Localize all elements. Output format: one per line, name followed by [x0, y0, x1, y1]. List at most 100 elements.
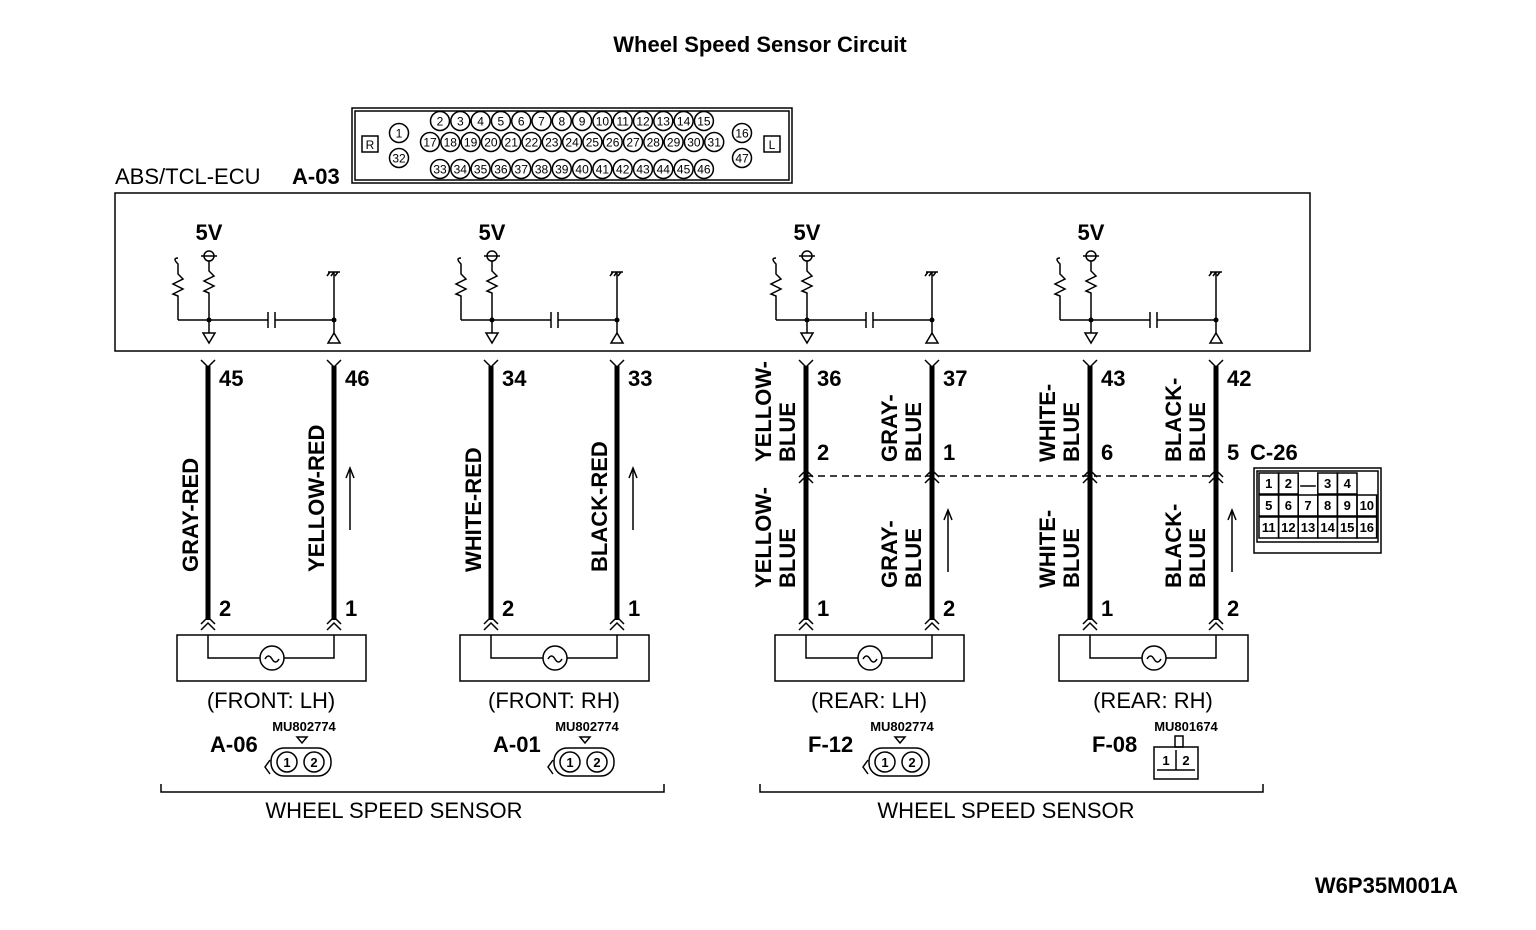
connector-pin-label: 23 [545, 136, 559, 150]
connector-pin [731, 122, 753, 144]
connector-pin [602, 131, 623, 153]
connector-pin [440, 131, 461, 153]
connector-pin [643, 131, 664, 153]
wire-color-label: YELLOW-RED [304, 425, 329, 572]
sensor-connector-face [1153, 746, 1199, 780]
connector-pin-label: 46 [697, 163, 711, 177]
ecu-terminal-chevron [326, 359, 342, 369]
connector-pin-label: 36 [494, 163, 508, 177]
connector-pin-label: 3 [457, 115, 464, 129]
connector-pin [632, 110, 654, 132]
connector-pin-label: 14 [677, 115, 691, 129]
junction-cell-label: 10 [1360, 498, 1374, 513]
ecu-pin-number: 34 [502, 366, 527, 391]
connector-pin [450, 158, 471, 180]
junction-cell-label: 8 [1324, 498, 1331, 513]
ecu-terminal-chevron [924, 359, 940, 369]
group-brace-front [160, 784, 665, 793]
sensor-connector-code: A-06 [210, 732, 258, 757]
junction-cell-label: 3 [1324, 476, 1331, 491]
connector-pin-label: 15 [697, 115, 711, 129]
connector-pin-label: 39 [555, 163, 569, 177]
connector-pin-label: 8 [558, 115, 565, 129]
pullup-resistor [800, 261, 814, 320]
connector-pin [653, 110, 674, 132]
connector-pin [693, 158, 715, 180]
sensor-connector-code: A-01 [493, 732, 541, 757]
sensor-connector-face [270, 747, 332, 777]
ecu-channel-circuit: 5V [769, 220, 940, 345]
ecu-channel-circuit: 5V [171, 220, 342, 345]
sensor-pin-number: 1 [345, 596, 357, 621]
connector-pin-label: 25 [586, 136, 600, 150]
sensor-connector-pin: 1 [881, 755, 888, 770]
junction-cell [1277, 472, 1299, 495]
supply-voltage-label: 5V [196, 220, 223, 245]
connector-pin [388, 147, 410, 169]
connector-pin-label: 42 [616, 163, 630, 177]
connector-pin-label: 12 [636, 115, 650, 129]
connector-pin-label: 38 [535, 163, 549, 177]
connector-side-r-label: R [366, 138, 375, 152]
ground-symbol [326, 271, 340, 277]
sensor-terminal-chevron [798, 615, 814, 631]
connector-pin-label: 47 [735, 152, 749, 166]
junction-pin-number: 6 [1101, 440, 1113, 465]
junction-code: C-26 [1250, 440, 1298, 465]
ground-symbol [609, 271, 623, 277]
sensor-pin-number: 1 [628, 596, 640, 621]
connector-pin [592, 158, 613, 180]
wire-color-label: GRAY- [877, 520, 902, 588]
connector-pin [561, 131, 583, 153]
sensor-box [459, 634, 650, 682]
connector-pin-label: 7 [538, 115, 545, 129]
ecu-pin-number: 36 [817, 366, 841, 391]
wire: 46 1 [326, 359, 369, 631]
supply-voltage-label: 5V [794, 220, 821, 245]
connector-pin-label: 43 [636, 163, 650, 177]
connector-pin-label: 11 [616, 115, 629, 129]
wire-color-label: YELLOW- [751, 487, 776, 588]
wire-color-label: BLUE [901, 528, 926, 588]
connector-pin-label: 9 [579, 115, 586, 129]
output-triangle [1083, 332, 1099, 345]
connector-pin [731, 147, 753, 169]
sensor-pin-number: 2 [1227, 596, 1239, 621]
connector-pin [592, 110, 613, 132]
connector-pin-label: 32 [392, 152, 406, 166]
bias-resistor [171, 257, 185, 320]
sensor-part-number: MU802774 [555, 719, 619, 734]
connector-pin-label: 35 [474, 163, 488, 177]
wire-color-label: WHITE- [1035, 510, 1060, 588]
connector-pin-label: 20 [484, 136, 498, 150]
sensor-pin-number: 1 [817, 596, 829, 621]
pullup-resistor [202, 261, 216, 320]
sensor-connector-pin: 1 [566, 755, 573, 770]
connector-pin-label: 16 [735, 127, 749, 141]
connector-pin-label: 28 [647, 136, 661, 150]
junction-cell [1336, 472, 1358, 495]
connector-pin [531, 110, 552, 132]
connector-pin-label: 27 [626, 136, 640, 150]
ecu-code: A-03 [292, 164, 340, 189]
connector-pin-label: 17 [423, 136, 437, 150]
connector-pin [450, 110, 471, 132]
connector-pin [510, 158, 532, 180]
junction-pin-number: 5 [1227, 440, 1239, 465]
ecu-pin-number: 46 [345, 366, 369, 391]
ecu-pin-number: 33 [628, 366, 652, 391]
connector-pin [571, 110, 593, 132]
output-triangle [201, 332, 217, 345]
connector-pin-label: 45 [677, 163, 691, 177]
connector-pin-label: 13 [657, 115, 671, 129]
pullup-resistor [485, 261, 499, 320]
ground-symbol [924, 271, 938, 277]
group-label-rear: WHEEL SPEED SENSOR [877, 798, 1134, 823]
connector-pin [500, 131, 522, 153]
connector-pin [521, 131, 542, 153]
supply-voltage-label: 5V [1078, 220, 1105, 245]
